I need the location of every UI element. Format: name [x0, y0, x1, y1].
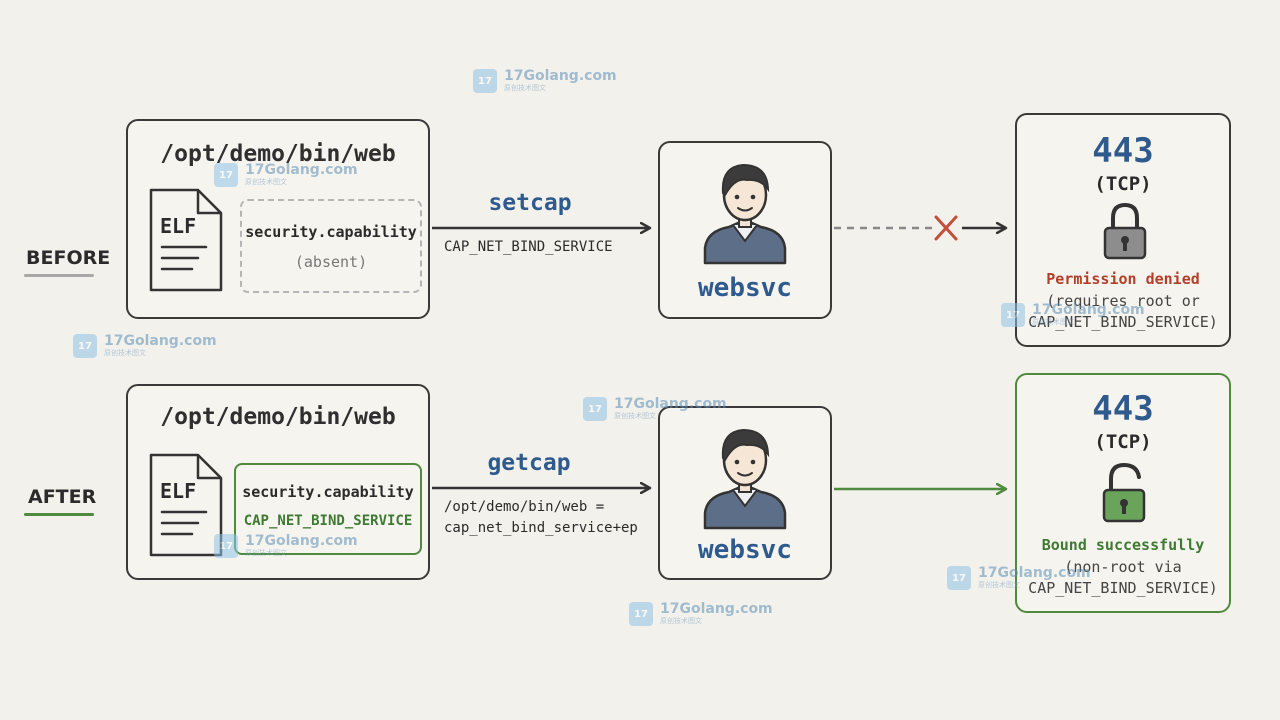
watermark-subtext: 原创技术图文 [504, 84, 546, 92]
watermark-text: 17Golang.com [1032, 302, 1145, 318]
binary-path: /opt/demo/bin/web [160, 404, 396, 430]
watermark-logo-icon: 17 [947, 566, 971, 590]
watermark-logo-icon: 17 [473, 69, 497, 93]
watermark-logo-icon: 17 [629, 602, 653, 626]
xattr-box-after: security.capability CAP_NET_BIND_SERVICE [234, 463, 422, 555]
watermark-logo-icon: 17 [214, 163, 238, 187]
service-name: websvc [698, 535, 792, 565]
elf-file-icon [149, 453, 223, 557]
locked-padlock-icon [1103, 202, 1147, 260]
watermark-logo-icon: 17 [1001, 303, 1025, 327]
status-note-line1: (non-root via [1064, 558, 1182, 576]
watermark-logo-icon: 17 [214, 534, 238, 558]
unlocked-padlock-icon [1102, 462, 1146, 523]
watermark-subtext: 原创技术图文 [978, 581, 1020, 589]
user-avatar-icon [703, 428, 787, 530]
status-text: Bound successfully [1041, 536, 1205, 554]
status-note-line2: CAP_NET_BIND_SERVICE) [1028, 313, 1218, 331]
watermark-text: 17Golang.com [104, 333, 217, 349]
watermark-text: 17Golang.com [245, 533, 358, 549]
getcap-output-line1: /opt/demo/bin/web = [444, 499, 605, 515]
port-protocol: (TCP) [1094, 431, 1152, 453]
watermark-logo-icon: 17 [583, 397, 607, 421]
blocked-x-icon [934, 215, 958, 241]
getcap-output-line2: cap_net_bind_service+ep [444, 520, 638, 536]
status-note-line1: (requires root or [1046, 292, 1200, 310]
row-label-after-underline [24, 513, 94, 516]
watermark-text: 17Golang.com [660, 601, 773, 617]
binary-path: /opt/demo/bin/web [160, 141, 396, 167]
row-label-before: BEFORE [26, 247, 111, 269]
binary-box-before: /opt/demo/bin/web ELF security.capabilit… [126, 119, 430, 319]
elf-file-icon [149, 188, 223, 292]
elf-label: ELF [160, 214, 197, 238]
elf-label: ELF [160, 479, 197, 503]
port-number: 443 [1092, 389, 1154, 429]
xattr-value: CAP_NET_BIND_SERVICE [243, 513, 413, 529]
status-text: Permission denied [1046, 270, 1200, 288]
setcap-arg: CAP_NET_BIND_SERVICE [444, 239, 613, 255]
xattr-value: (absent) [294, 253, 368, 271]
watermark-subtext: 原创技术图文 [104, 349, 146, 357]
service-box-after: websvc [658, 406, 832, 580]
port-box-before: 443 (TCP) Permission denied (requires ro… [1015, 113, 1231, 347]
xattr-key: security.capability [245, 223, 417, 241]
watermark-subtext: 原创技术图文 [1032, 318, 1074, 326]
service-box-before: websvc [658, 141, 832, 319]
watermark-subtext: 原创技术图文 [614, 412, 656, 420]
port-protocol: (TCP) [1094, 173, 1152, 195]
user-avatar-icon [703, 163, 787, 265]
port-box-after: 443 (TCP) Bound successfully (non-root v… [1015, 373, 1231, 613]
watermark-text: 17Golang.com [614, 396, 727, 412]
watermark-subtext: 原创技术图文 [660, 617, 702, 625]
service-name: websvc [698, 273, 792, 303]
watermark-subtext: 原创技术图文 [245, 549, 287, 557]
watermark-text: 17Golang.com [245, 162, 358, 178]
xattr-box-before: security.capability (absent) [240, 199, 422, 293]
row-label-after: AFTER [28, 486, 97, 508]
status-note-line2: CAP_NET_BIND_SERVICE) [1028, 579, 1218, 597]
watermark-text: 17Golang.com [504, 68, 617, 84]
watermark-subtext: 原创技术图文 [245, 178, 287, 186]
row-label-before-underline [24, 274, 94, 277]
getcap-command: getcap [487, 450, 571, 476]
port-number: 443 [1092, 131, 1154, 171]
binary-box-after: /opt/demo/bin/web ELF security.capabilit… [126, 384, 430, 580]
setcap-command: setcap [488, 190, 572, 216]
watermark-logo-icon: 17 [73, 334, 97, 358]
watermark-text: 17Golang.com [978, 565, 1091, 581]
xattr-key: security.capability [242, 483, 414, 501]
